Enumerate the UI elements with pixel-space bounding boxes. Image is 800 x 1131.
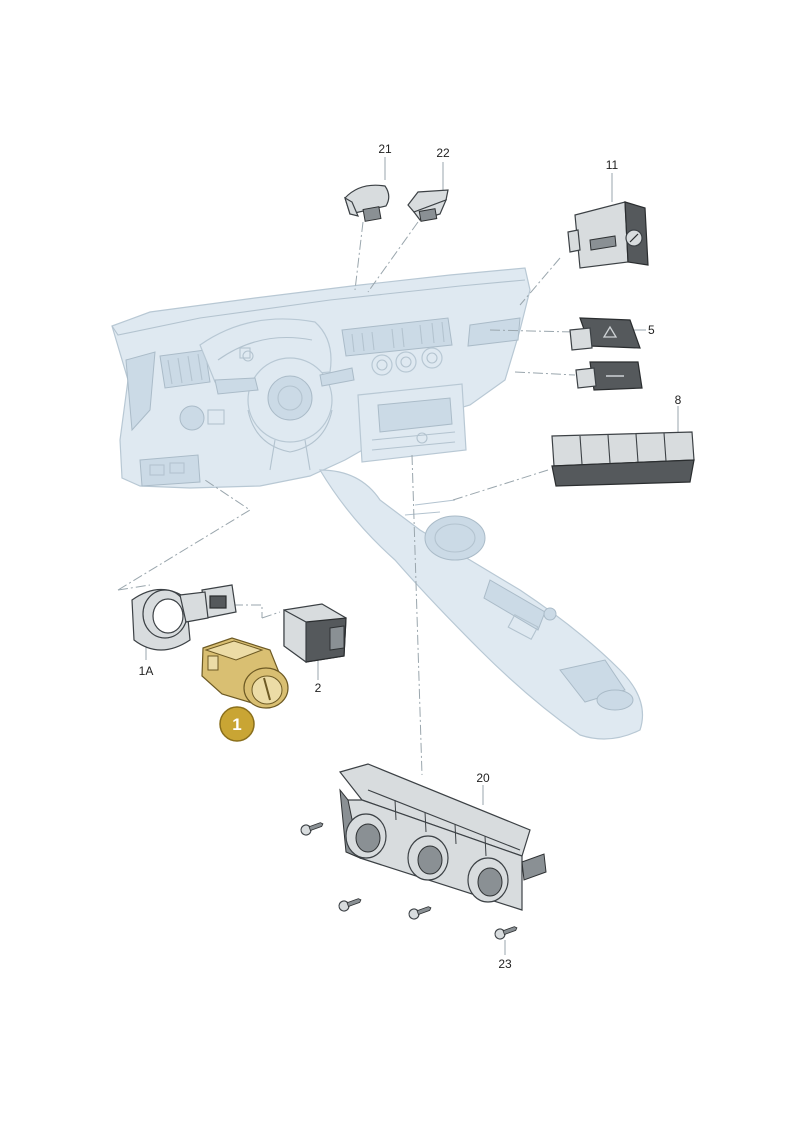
reference-lines: [117, 157, 679, 955]
callout-23: 23: [498, 957, 512, 971]
callout-1A: 1A: [139, 664, 154, 678]
part-21-cap: [343, 184, 390, 222]
callout-2: 2: [315, 681, 322, 695]
part-2-module: [283, 603, 347, 664]
callout-8: 8: [675, 393, 682, 407]
callout-20: 20: [476, 771, 490, 785]
callout-labels: 21 22 11 5 8 1A 2 20 23: [139, 142, 682, 971]
highlight-badge-label: 1: [232, 715, 241, 734]
part-11-switch: [567, 201, 649, 269]
part-1A-bezel: [131, 584, 237, 651]
part-8-switch-strip: [551, 431, 695, 487]
callout-11: 11: [606, 158, 619, 172]
screw: [494, 926, 518, 940]
callout-21: 21: [378, 142, 392, 156]
screw-set-23: [300, 822, 518, 940]
part-1-light-switch: [201, 637, 289, 709]
screw: [338, 898, 362, 912]
screw: [300, 822, 324, 836]
highlight-badge-1[interactable]: 1: [219, 706, 255, 742]
callout-22: 22: [436, 146, 450, 160]
screw: [408, 906, 432, 920]
dashboard-ghost: [111, 267, 644, 740]
part-20-climate-control: [338, 763, 547, 911]
part-5-switches: [569, 317, 643, 391]
callout-5: 5: [648, 323, 655, 337]
part-22-cap: [407, 189, 449, 222]
